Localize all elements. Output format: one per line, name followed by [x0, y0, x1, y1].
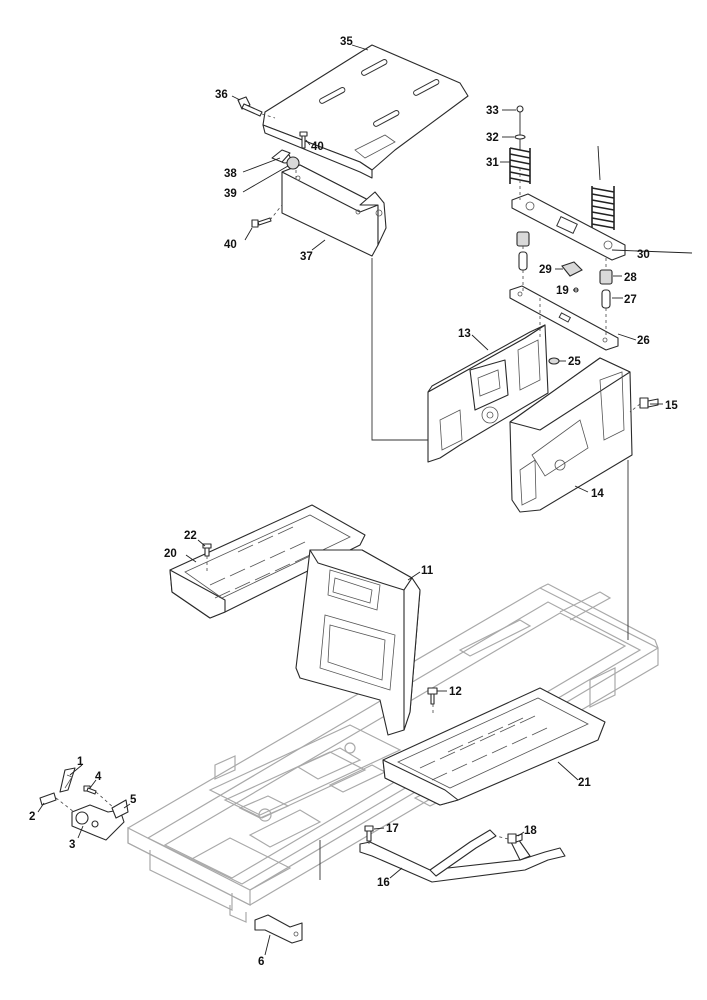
rail-part-26: [509, 285, 619, 351]
callout-14: 14: [591, 488, 604, 500]
callout-3: 3: [69, 839, 75, 851]
footrest-left-part-20: [169, 504, 366, 619]
seat-bracket-part-37: [281, 164, 387, 257]
callout-35: 35: [340, 36, 353, 48]
callout-18: 18: [524, 825, 537, 837]
callout-5: 5: [130, 794, 137, 806]
callout-39: 39: [224, 188, 237, 200]
callout-32: 32: [486, 132, 499, 144]
bolt-part-40-top: [299, 131, 308, 149]
bolt-part-15: [639, 397, 659, 409]
spring-right: [591, 145, 615, 230]
callout-11: 11: [421, 565, 434, 577]
callout-15: 15: [665, 400, 678, 412]
callout-21: 21: [578, 777, 591, 789]
spring-part-31: [509, 147, 531, 184]
washer-part-32: [514, 134, 526, 140]
callout-40-lower: 40: [224, 239, 237, 251]
callout-17: 17: [386, 823, 399, 835]
callout-31: 31: [486, 157, 499, 169]
callout-27: 27: [624, 294, 637, 306]
clip-part-1: [59, 767, 76, 793]
callout-25: 25: [568, 356, 581, 368]
callout-22: 22: [184, 530, 197, 542]
callout-30: 30: [637, 249, 650, 261]
bracket-part-6: [254, 914, 303, 944]
callout-13: 13: [458, 328, 471, 340]
bracket-part-5: [111, 799, 129, 819]
bolt-part-22: [202, 543, 212, 557]
callout-40-top: 40: [311, 141, 324, 153]
callout-37: 37: [300, 251, 313, 263]
bolt-part-36: [237, 96, 263, 117]
callout-6: 6: [258, 956, 264, 968]
side-panel-part-14: [509, 357, 633, 513]
seat-pan-part-35: [262, 44, 469, 179]
callout-38: 38: [224, 168, 237, 180]
callout-19: 19: [556, 285, 569, 297]
callout-4: 4: [95, 771, 102, 783]
callout-29: 29: [539, 264, 552, 276]
callout-1: 1: [77, 756, 84, 768]
callout-20: 20: [164, 548, 177, 560]
bolt-part-40-lower: [251, 217, 272, 228]
spring-plate-part-30: [511, 193, 626, 261]
callout-36: 36: [215, 89, 228, 101]
pin-part-2: [39, 792, 57, 806]
bracket-part-3: [71, 804, 125, 841]
callout-26: 26: [637, 335, 650, 347]
nut-part-25: [548, 357, 560, 365]
bolt-part-33: [516, 105, 524, 150]
callout-labels: 1 2 3 4 5 6 11 12 13 14 15 16 17 18 19 2…: [29, 36, 678, 968]
console-part-11: [295, 549, 421, 736]
footrest-right-part-21: [382, 687, 606, 806]
callout-12: 12: [449, 686, 462, 698]
callout-2: 2: [29, 811, 35, 823]
support-rod-part-16: [359, 829, 566, 883]
callout-leaders: [37, 44, 693, 956]
bolt-part-4: [83, 785, 97, 795]
callout-33: 33: [486, 105, 499, 117]
side-panel-part-13: [427, 324, 549, 463]
assembly-guide-lines: [55, 113, 641, 880]
callout-28: 28: [624, 272, 637, 284]
callout-16: 16: [377, 877, 390, 889]
